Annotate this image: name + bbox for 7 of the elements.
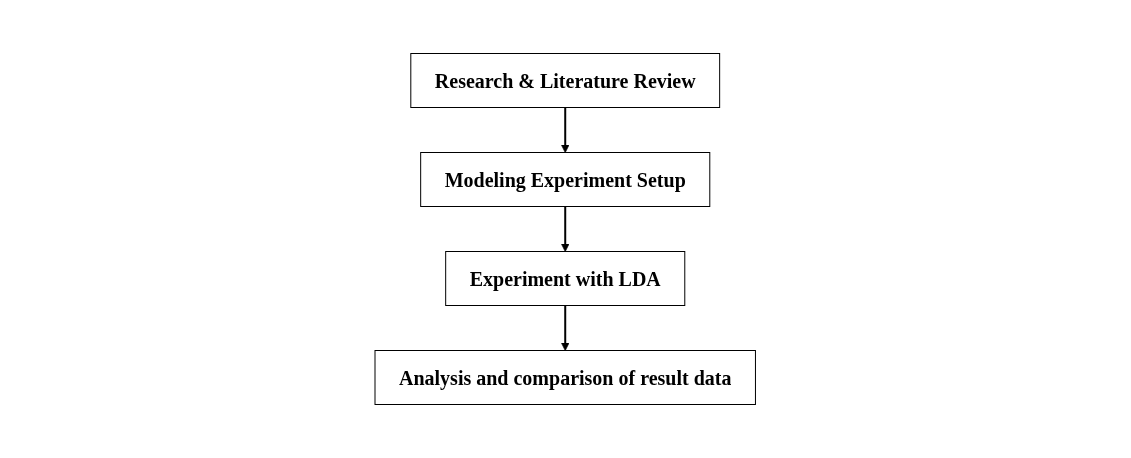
node-box: Modeling Experiment Setup	[420, 152, 711, 207]
arrow	[561, 106, 570, 153]
node-box: Experiment with LDA	[445, 251, 686, 306]
node-box: Research & Literature Review	[410, 53, 721, 108]
node-box: Analysis and comparison of result data	[374, 350, 757, 405]
arrow	[561, 304, 570, 351]
arrow	[561, 205, 570, 252]
